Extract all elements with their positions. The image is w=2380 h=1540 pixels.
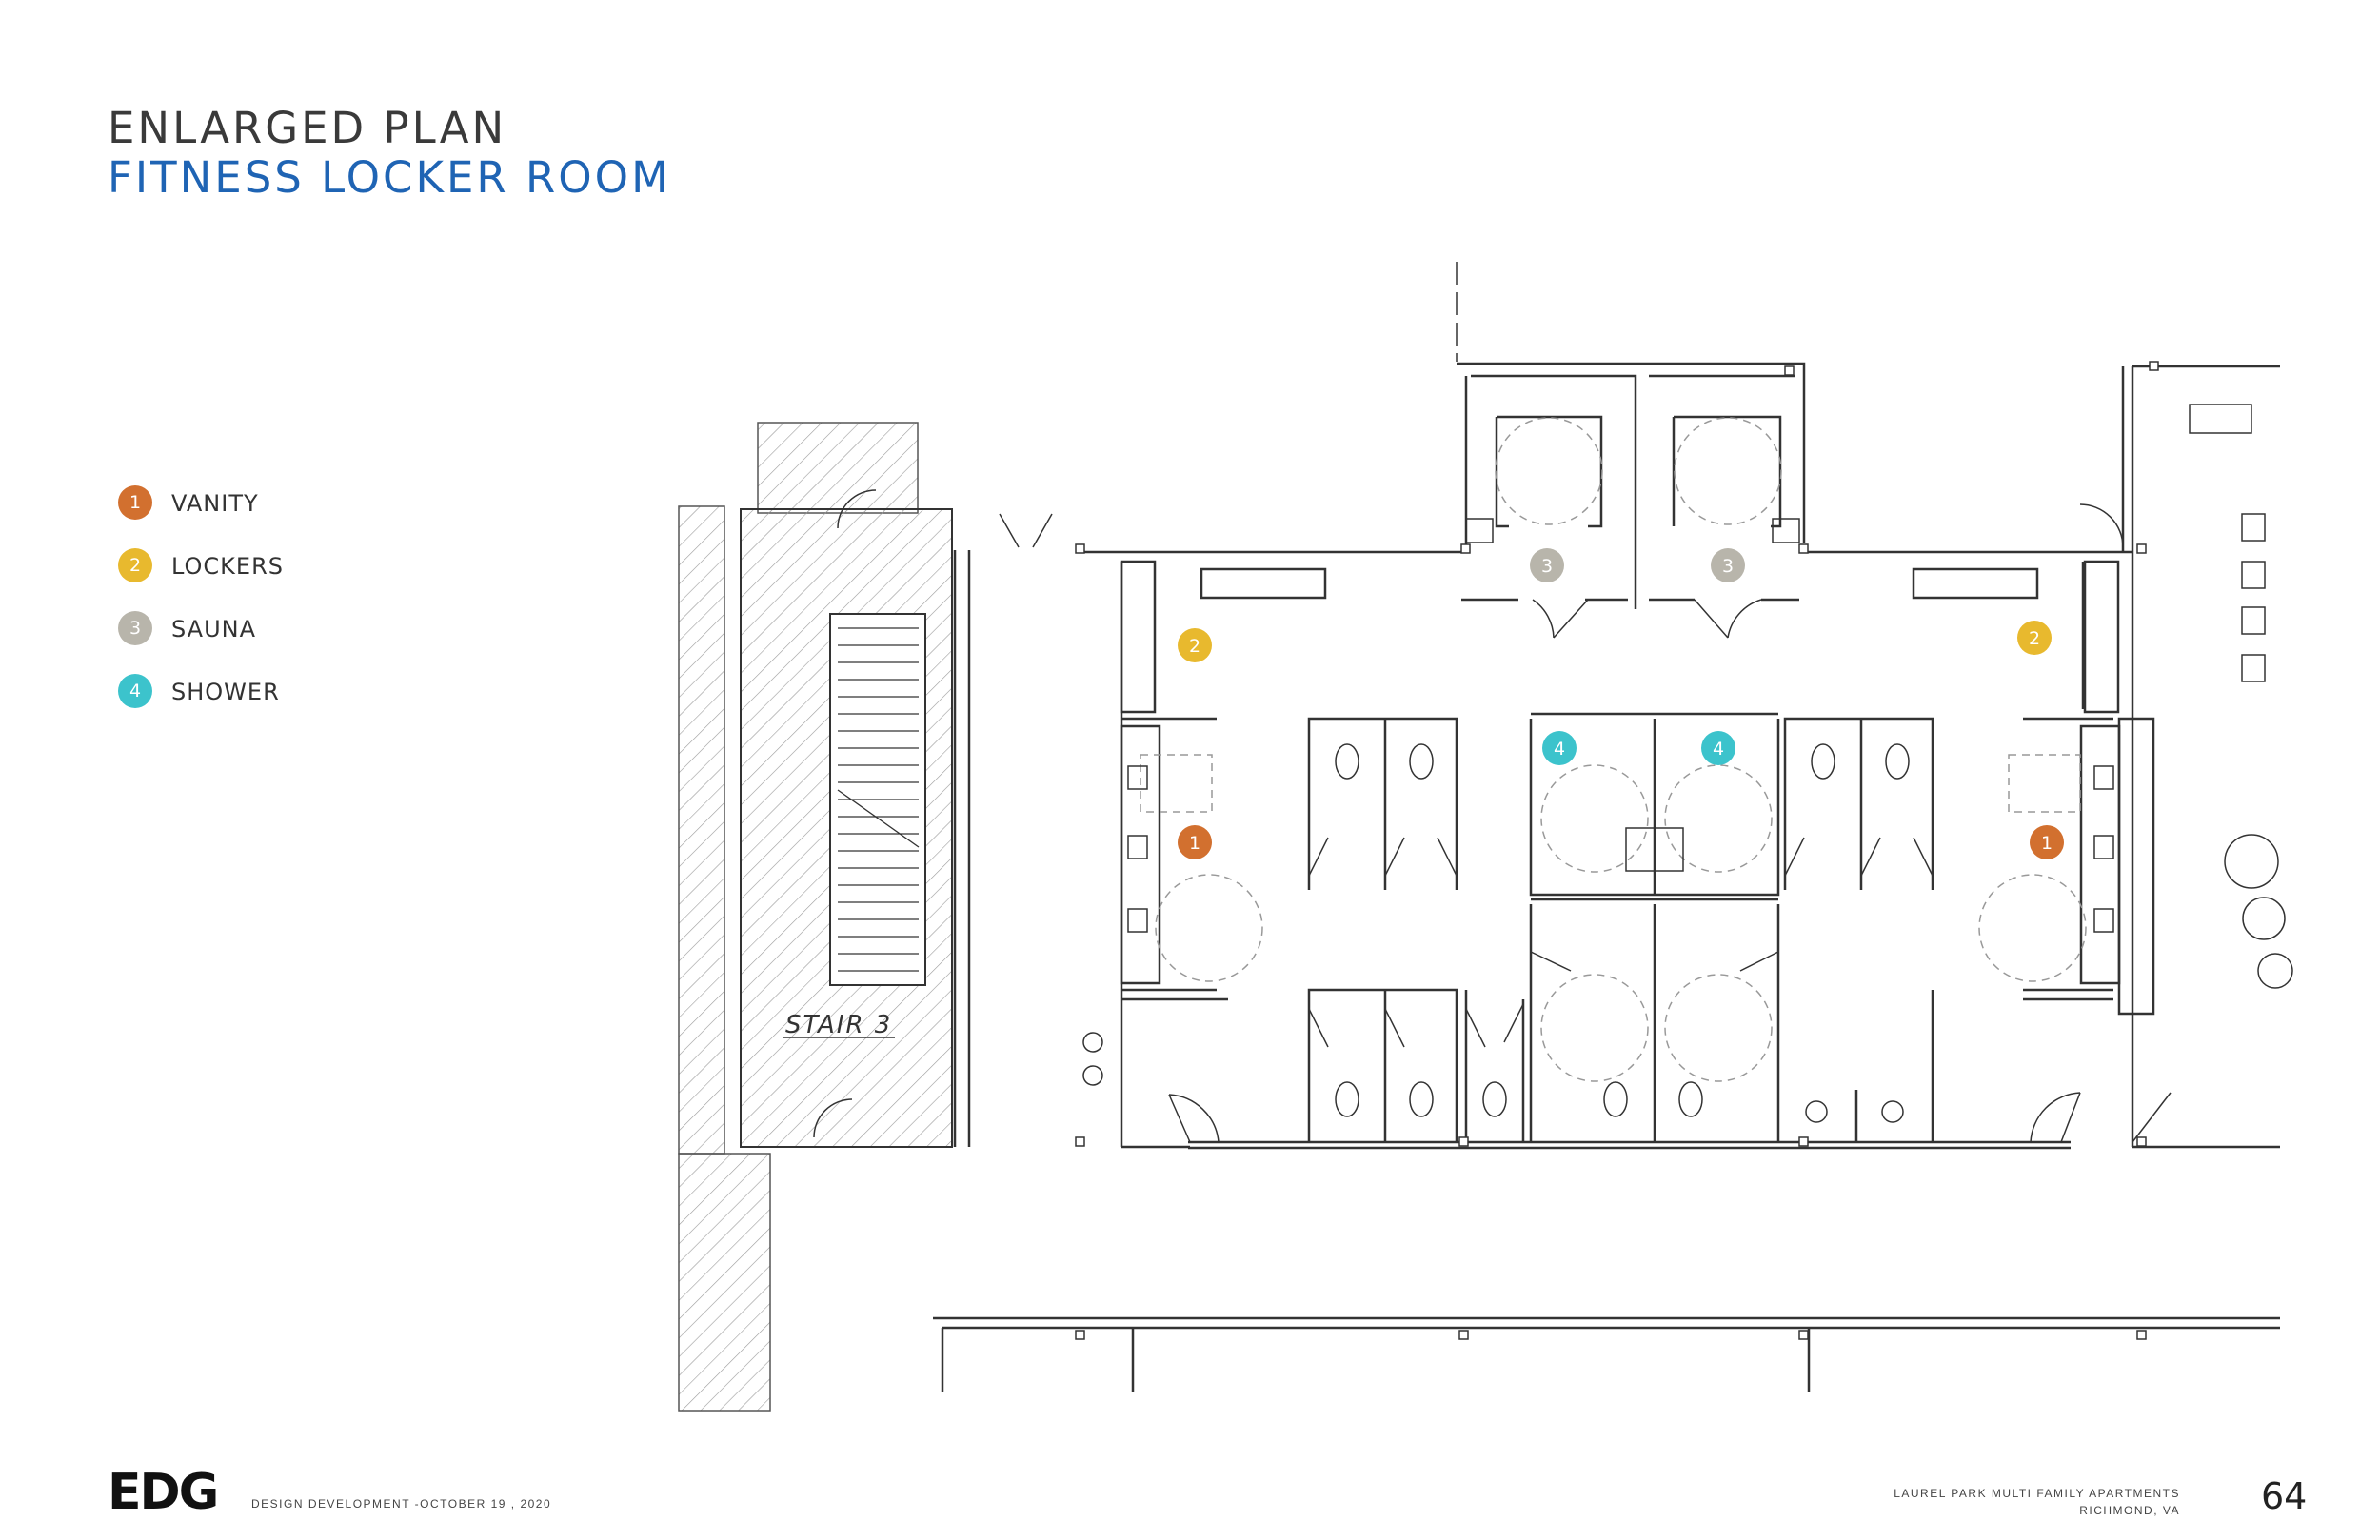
marker-shower-right: 4 <box>1701 731 1735 765</box>
stair-label: STAIR 3 <box>785 1011 892 1039</box>
turning-circles <box>1140 417 2087 1082</box>
marker-shower-left: 4 <box>1542 731 1577 765</box>
hatched-structure <box>678 422 953 1412</box>
marker-sauna-right: 3 <box>1711 548 1745 582</box>
marker-sauna-left: 3 <box>1530 548 1564 582</box>
page-number: 64 <box>2261 1475 2308 1517</box>
door-swings <box>999 503 2172 1143</box>
svg-text:3: 3 <box>1722 556 1734 577</box>
legend-label: LOCKERS <box>171 553 284 580</box>
svg-text:4: 4 <box>1554 739 1565 760</box>
marker-lockers-right: 2 <box>2017 621 2052 655</box>
legend-item-vanity: 1 VANITY <box>118 485 404 523</box>
columns <box>1075 361 2159 1340</box>
svg-text:3: 3 <box>1541 556 1553 577</box>
svg-text:2: 2 <box>1189 636 1200 657</box>
stair-door-top <box>837 489 877 529</box>
marker-lockers-left: 2 <box>1178 628 1212 662</box>
plan-subtitle: FITNESS LOCKER ROOM <box>108 152 671 203</box>
project-info: LAUREL PARK MULTI FAMILY APARTMENTS RICH… <box>1894 1485 2180 1519</box>
shower-marker-icon: 4 <box>118 674 152 708</box>
legend-item-shower: 4 SHOWER <box>118 674 404 712</box>
svg-text:4: 4 <box>1713 739 1724 760</box>
walls <box>933 362 2280 1392</box>
svg-text:1: 1 <box>2041 833 2053 854</box>
legend-item-sauna: 3 SAUNA <box>118 611 404 649</box>
marker-vanity-left: 1 <box>1178 825 1212 859</box>
stair-treads <box>837 627 920 972</box>
project-location: RICHMOND, VA <box>2079 1504 2180 1517</box>
plan-markers: 1 1 2 2 3 3 4 4 <box>1178 548 2064 859</box>
vanity-marker-icon: 1 <box>118 485 152 520</box>
marker-vanity-right: 1 <box>2030 825 2064 859</box>
edg-logo: EDG <box>108 1464 219 1521</box>
svg-text:1: 1 <box>1189 833 1200 854</box>
fixtures <box>1082 404 2293 1123</box>
legend-label: SAUNA <box>171 616 257 642</box>
stair-door <box>813 1098 853 1138</box>
project-name: LAUREL PARK MULTI FAMILY APARTMENTS <box>1894 1487 2180 1500</box>
lockers-marker-icon: 2 <box>118 548 152 582</box>
phase-date: DESIGN DEVELOPMENT -OCTOBER 19 , 2020 <box>251 1497 552 1510</box>
legend-item-lockers: 2 LOCKERS <box>118 548 404 586</box>
legend-label: SHOWER <box>171 679 280 705</box>
sauna-marker-icon: 3 <box>118 611 152 645</box>
plan-title: ENLARGED PLAN <box>108 103 507 153</box>
legend-label: VANITY <box>171 490 259 517</box>
svg-text:2: 2 <box>2029 628 2040 649</box>
